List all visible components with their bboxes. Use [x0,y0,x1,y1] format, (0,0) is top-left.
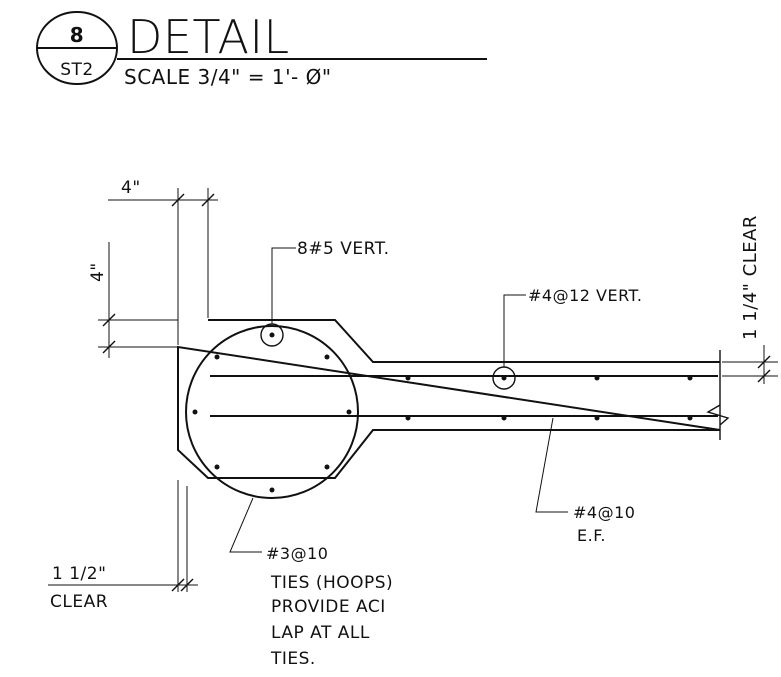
dimension-top-width: 4" [108,178,218,345]
dimension-tick [102,313,116,327]
dimension-tick [757,369,771,383]
wall-vertical-bar [687,415,693,421]
column-wall-outline [177,319,721,479]
callout-ties-line: #3@10 [266,544,328,563]
callout-wall-vertical: #4@12 VERT. [503,286,643,367]
dimension-tick [171,193,185,207]
column-vertical-bar [214,464,220,470]
dimension-right-clear: 1 1/4" CLEAR [722,215,778,384]
dimension-bottom-clear-value: 1 1/2" [52,564,106,584]
title-block: 8 ST2 DETAIL SCALE 3/4" = 1'- Ø" [36,10,487,89]
detail-number: 8 [70,23,84,47]
wall-vertical-bar [594,375,600,381]
callout-ties-line: TIES. [270,649,316,669]
dimension-bottom-clear: 1 1/2" CLEAR [48,480,198,612]
detail-title: DETAIL [127,10,290,64]
wall-vertical-bar [405,415,411,421]
column-vertical-bar [324,354,330,360]
dimension-tick [201,193,215,207]
callout-ties-line: PROVIDE ACI [271,597,386,617]
wall-vertical-bar [405,375,411,381]
leader-line [271,247,296,324]
callout-wall-horizontal: #4@10 E.F. [535,417,635,545]
callout-ties-line: TIES (HOOPS) [270,573,393,593]
dimension-tick [171,578,185,592]
column-vertical-bar [192,409,198,415]
column-vertical-bar [269,487,275,493]
concrete-outline [177,319,730,479]
callout-vertical-bars: 8#5 VERT. [271,239,390,324]
callout-wall-horizontal-line1: #4@10 [573,503,635,522]
wall-vertical-bar [594,415,600,421]
dimension-top-width-label: 4" [121,178,141,198]
dimension-left-height-label: 4" [88,262,108,282]
callout-ties-line: LAP AT ALL [271,623,370,643]
column-tie-hoop [185,325,359,499]
dimension-right-clear-label: 1 1/4" CLEAR [740,215,761,340]
dimension-bottom-clear-word: CLEAR [50,592,108,612]
dimension-tick [757,355,771,369]
callout-ties: #3@10 TIES (HOOPS) PROVIDE ACI LAP AT AL… [229,497,393,669]
detail-scale: SCALE 3/4" = 1'- Ø" [124,65,332,89]
leader-line [535,417,568,513]
dimension-tick [180,578,194,592]
column-vertical-bar [346,409,352,415]
wall-vertical-bar [501,415,507,421]
leader-line [503,294,526,367]
callout-vertical-bars-label: 8#5 VERT. [297,239,390,259]
sheet-reference: ST2 [60,60,94,80]
leader-line [229,497,262,553]
wall-vertical-bar [501,375,507,381]
dimension-left-height: 4" [88,242,178,358]
callout-wall-vertical-label: #4@12 VERT. [528,286,643,305]
callout-wall-horizontal-line2: E.F. [577,526,606,545]
column-vertical-bar [324,464,330,470]
column-vertical-bar [269,332,275,338]
rebar [185,323,718,499]
wall-vertical-bar [687,375,693,381]
column-vertical-bar [214,354,220,360]
dimension-tick [102,340,116,354]
